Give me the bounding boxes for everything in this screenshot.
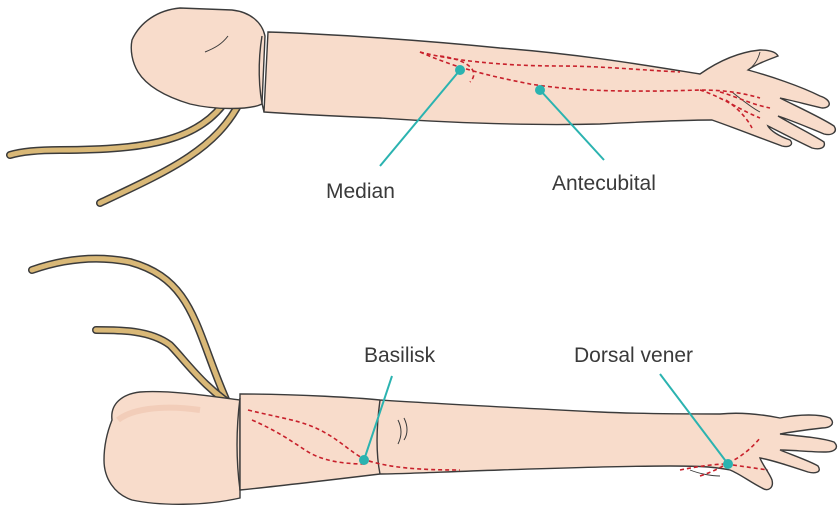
top-arm-model (10, 8, 835, 203)
basilisk-label: Basilisk (364, 344, 436, 367)
top-arm-shoulder (131, 8, 265, 109)
top-arm-tubes (10, 98, 240, 203)
top-arm-sleeve (264, 32, 835, 149)
bottom-arm-model (32, 259, 836, 505)
median-label: Median (326, 180, 395, 203)
bottom-arm-tubes (32, 259, 240, 410)
bottom-arm-sleeve (240, 394, 836, 490)
dorsal-label: Dorsal vener (574, 344, 693, 367)
antecubital-label: Antecubital (552, 172, 656, 195)
